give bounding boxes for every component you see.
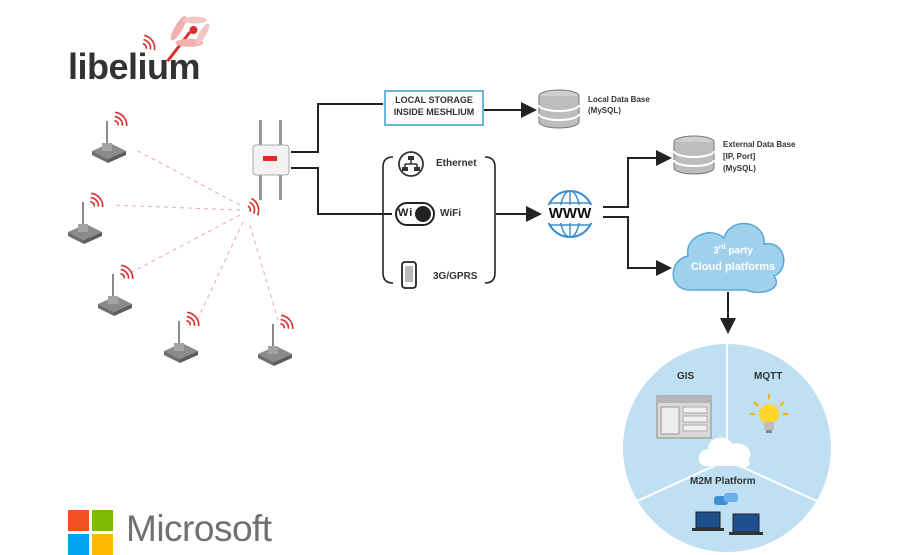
cloud-line1-suffix: party [725,245,753,257]
www-label: WWW [548,205,592,222]
local-storage-line1: LOCAL STORAGE [395,95,473,105]
dragonfly-icon [166,15,210,63]
local-storage-line2: INSIDE MESHLIUM [393,107,475,117]
sensor-node-icon [163,320,199,364]
sensor-node-icon [91,120,127,164]
wifi-label: WiFi [440,208,462,219]
mqtt-label: MQTT [754,371,783,382]
cloud-line2: Cloud platforms [690,261,776,273]
lightbulb-icon [750,394,788,433]
sensor-node-icon [257,323,293,367]
sensor-signal-icon [115,262,137,284]
sensor-signal-icon [109,109,131,131]
local-db-line1: Local Data Base [588,95,650,104]
gateway-signal-icon [244,196,262,219]
laptop-icon [692,511,763,535]
radio-links [111,149,279,326]
gis-label: GIS [677,371,695,382]
wifi-badge-text: Wi Fi [398,207,430,219]
cloud-icon [672,222,785,294]
meshlium-gateway-icon [252,120,290,200]
database-icon [538,89,580,129]
m2m-label: M2M Platform [690,476,756,487]
libelium-logo [138,15,210,63]
database-icon [673,135,715,175]
brand-logo-text: libelium [68,46,201,87]
external-db-line1: External Data Base [723,140,796,149]
sensor-signal-icon [85,190,107,212]
cloud-line1: 3rd party [688,244,778,256]
cloud-line1-prefix: 3 [713,245,719,257]
server-rack-icon [656,395,712,439]
sensor-signal-icon [181,309,203,331]
ethernet-label: Ethernet [436,158,477,169]
connectors [291,102,736,334]
ethernet-icon [398,151,424,177]
connection-bracket [382,156,496,284]
globe-icon [542,190,598,238]
sensor-signal-icon [275,312,297,334]
cloud-line1-sup: rd [718,244,726,251]
external-db-line2: [IP, Port] [723,152,756,161]
external-db-line3: (MySQL) [723,164,756,173]
microsoft-logo-text: Microsoft [126,508,272,549]
gprs-label: 3G/GPRS [433,271,478,282]
chat-icon [714,493,738,505]
phone-icon [401,261,417,289]
platform-circle [623,344,831,552]
local-storage-box [384,90,484,126]
wifi-badge-icon [395,202,435,226]
local-db-line2: (MySQL) [588,106,621,115]
sensor-node-icon [97,273,133,317]
microsoft-logo-icon [68,510,113,555]
sensor-node-icon [67,201,103,245]
